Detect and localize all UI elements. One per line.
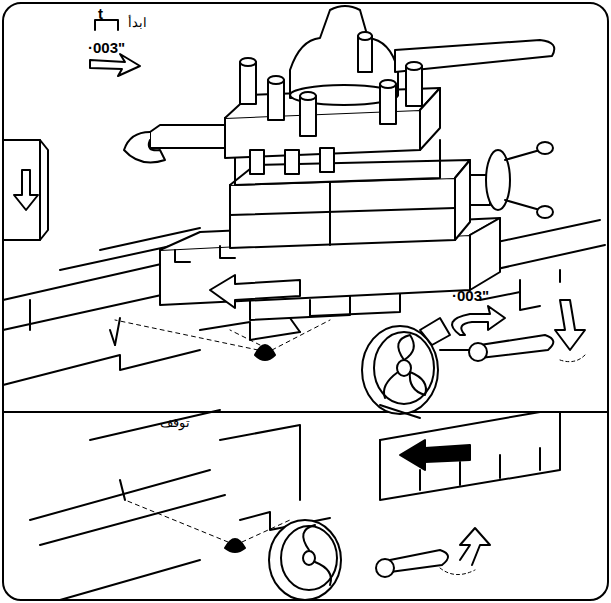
feed-arrows: [90, 20, 585, 350]
start-note: ابدأ: [128, 16, 147, 29]
bottom-bed: [30, 410, 560, 600]
bottom-eye: [125, 500, 475, 575]
axis-letter: t: [98, 6, 103, 21]
cross-feed-handwheel: [362, 318, 553, 418]
bottom-arrow: [400, 440, 490, 565]
stop-note: توقف: [160, 416, 190, 429]
dimension-label: ·003": [88, 40, 125, 55]
dimension-label: ·003": [452, 288, 489, 303]
tool-post: [225, 6, 554, 185]
chuck: [3, 140, 48, 240]
divider: [3, 411, 608, 413]
bottom-handwheel: [269, 520, 448, 600]
cutting-tool: [124, 125, 225, 162]
eye-symbol: [115, 318, 585, 362]
frame: [3, 3, 608, 600]
compound-rest: [230, 160, 470, 248]
compound-handwheel: [470, 142, 553, 218]
